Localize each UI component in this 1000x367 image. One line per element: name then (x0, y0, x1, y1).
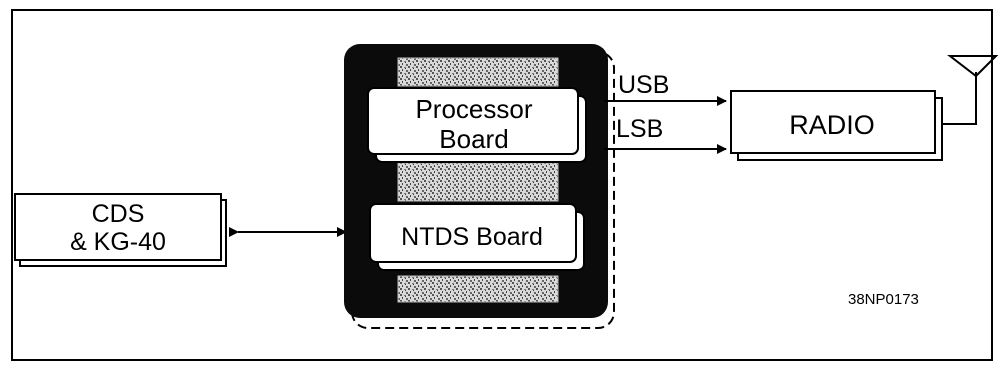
card-slot-top (397, 57, 559, 87)
radio-label: RADIO (789, 110, 875, 140)
ntds-board-label: NTDS Board (401, 223, 543, 251)
cds-kg40-box: CDS & KG-40 (14, 193, 227, 267)
lsb-label: LSB (616, 115, 663, 143)
figure-id: 38NP0173 (848, 291, 919, 308)
cds-label: CDS (92, 200, 145, 228)
kg40-label: & KG-40 (70, 228, 166, 256)
processor-board-line2: Board (439, 124, 508, 154)
processor-board: Processor Board (367, 87, 587, 163)
antenna-icon (942, 55, 999, 125)
processor-board-line1: Processor (415, 94, 532, 124)
ntds-board: NTDS Board (369, 203, 585, 271)
radio-box: RADIO (730, 90, 943, 161)
usb-label: USB (618, 71, 669, 99)
card-slot-middle (397, 162, 559, 202)
card-slot-bottom (397, 275, 559, 303)
